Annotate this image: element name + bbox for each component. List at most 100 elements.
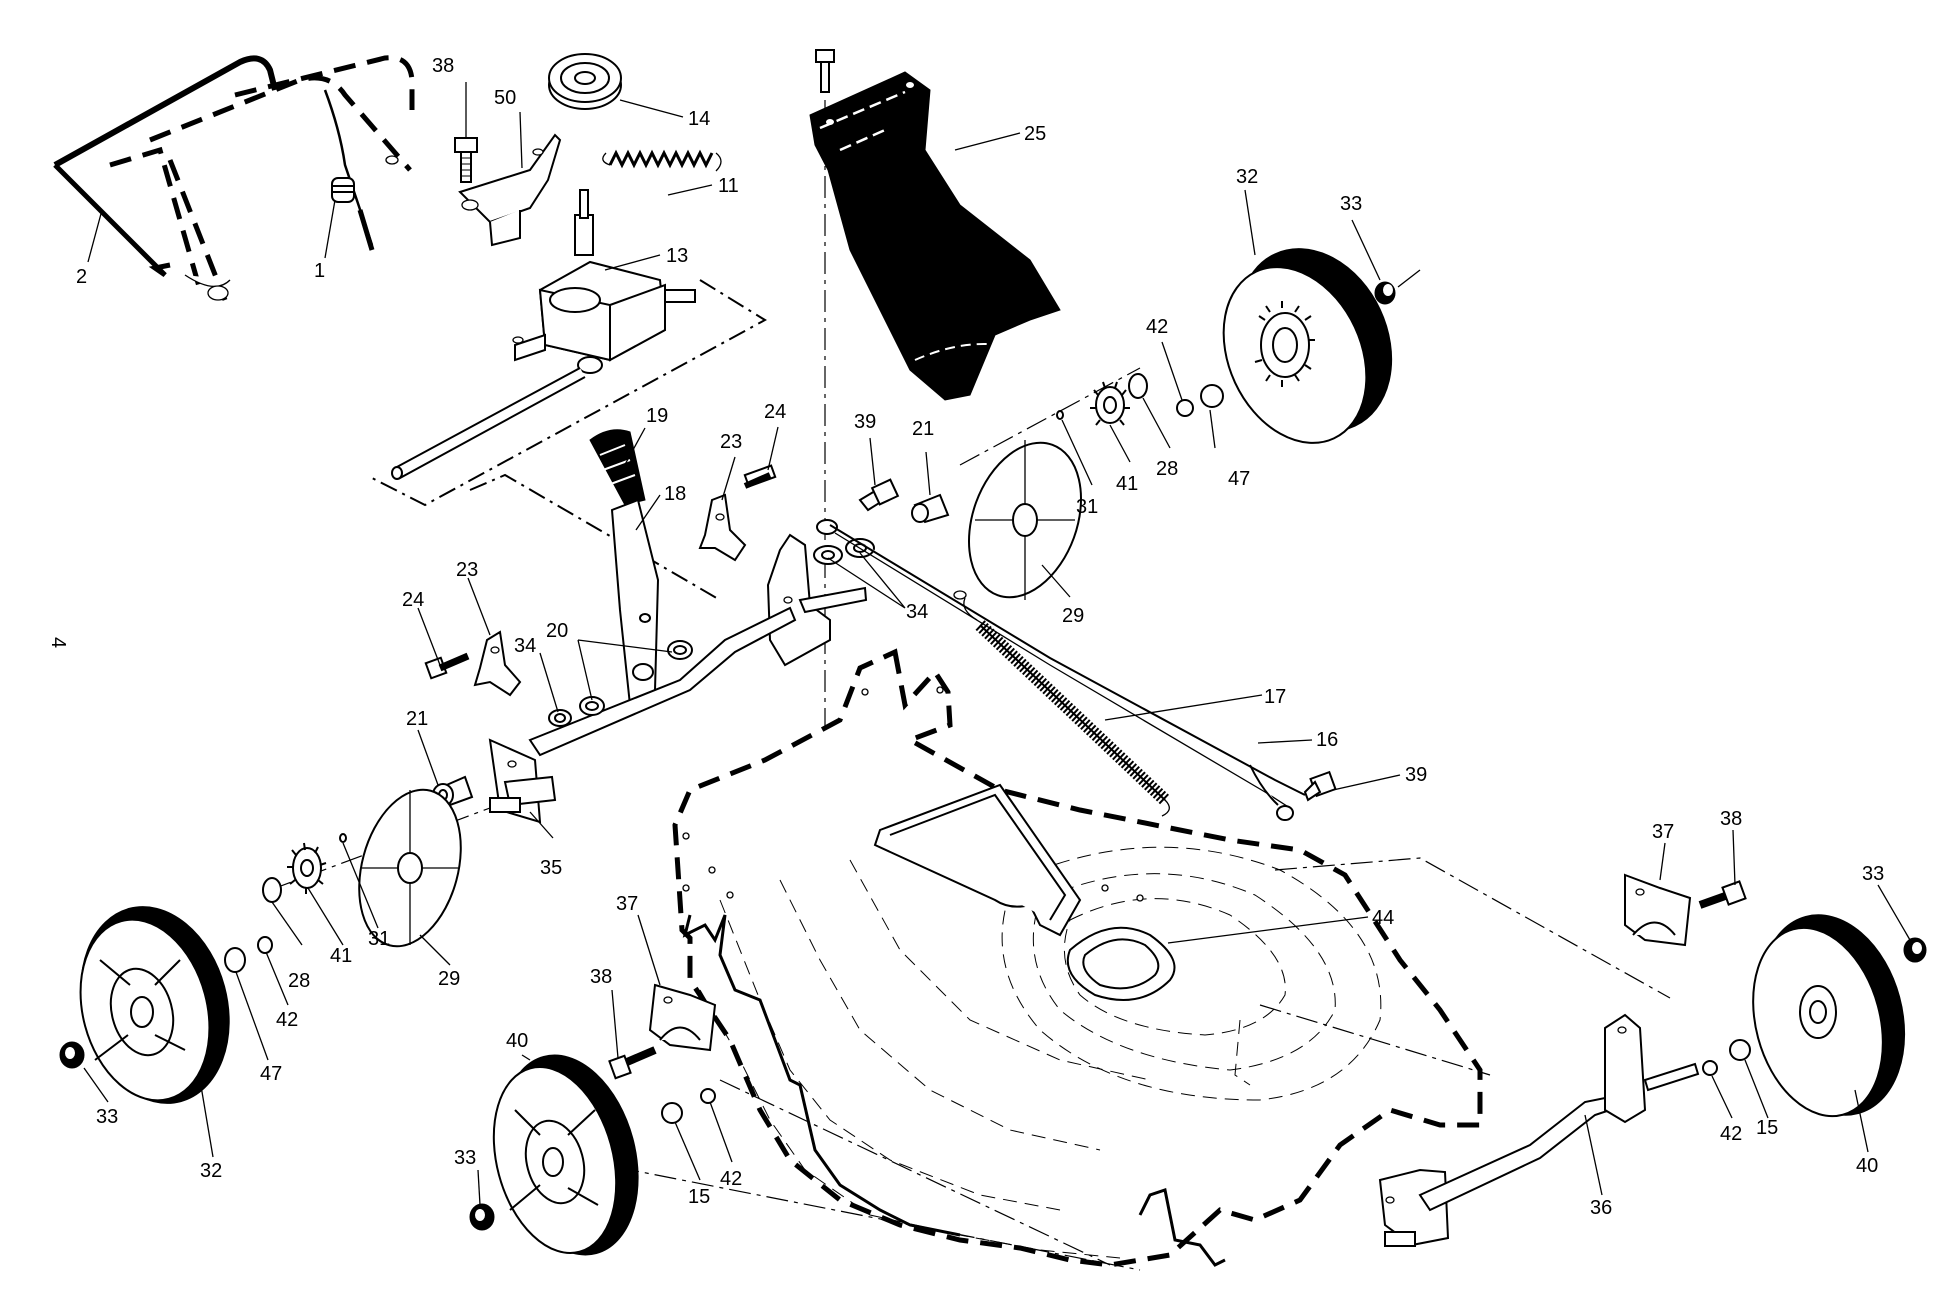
label-25: 25	[1024, 123, 1046, 145]
hubcap-29-left	[358, 788, 462, 948]
spring-11	[602, 149, 722, 172]
label-41: 41	[1116, 473, 1138, 495]
bolt-24-left	[424, 652, 470, 680]
leader-lines	[83, 82, 1911, 1206]
bracket-50	[458, 133, 562, 247]
label-1: 1	[314, 260, 325, 282]
washer-47-left	[224, 947, 246, 973]
label-29: 29	[438, 968, 460, 990]
washer-47-top	[1200, 384, 1224, 408]
label-42: 42	[1720, 1123, 1742, 1145]
bracket-37-right	[1624, 873, 1692, 947]
wheel-32-top	[1222, 248, 1393, 444]
label-40: 40	[1856, 1155, 1878, 1177]
label-21: 21	[912, 418, 934, 440]
label-23: 23	[720, 431, 742, 453]
label-15: 15	[688, 1186, 710, 1208]
washer-42-right	[1702, 1060, 1718, 1076]
label-2: 2	[76, 266, 87, 288]
label-29: 29	[1062, 605, 1084, 627]
ring-28-top	[1128, 373, 1148, 399]
lever-18	[589, 429, 660, 707]
adjuster-23-left	[473, 630, 522, 697]
label-39: 39	[1405, 764, 1427, 786]
adjuster-23-top	[698, 493, 747, 562]
label-37: 37	[1652, 821, 1674, 843]
washer-42-front-left	[700, 1088, 716, 1104]
label-24: 24	[764, 401, 786, 423]
label-28: 28	[288, 970, 310, 992]
label-11: 11	[718, 175, 739, 197]
gear-41-left	[287, 842, 327, 894]
bolt-38-right	[1698, 880, 1747, 909]
label-32: 32	[200, 1160, 222, 1182]
transmission-13	[391, 189, 696, 480]
label-47: 47	[260, 1063, 282, 1085]
nut-33-right	[1903, 937, 1927, 963]
bracket-37-left	[648, 983, 717, 1052]
pivot-21-top	[911, 493, 950, 524]
label-34: 34	[906, 601, 928, 623]
label-50: 50	[494, 87, 516, 109]
mower-deck	[672, 648, 1483, 1268]
washer-15-left	[661, 1102, 683, 1124]
hubcap-29-top	[967, 440, 1083, 600]
bracket-35	[488, 738, 557, 824]
gear-41-top	[1090, 381, 1130, 426]
rod-16	[1249, 764, 1294, 821]
label-38: 38	[1720, 808, 1742, 830]
label-31: 31	[1076, 496, 1098, 518]
pulley-14	[548, 53, 622, 110]
nut-33-front-left	[469, 1203, 495, 1231]
rear-axle-assembly	[528, 519, 875, 757]
axle-36	[1378, 1013, 1700, 1247]
label-18: 18	[664, 483, 686, 505]
wheel-40-left	[492, 1054, 639, 1256]
label-31: 31	[368, 928, 390, 950]
bolt-39-top	[858, 478, 900, 512]
label-32: 32	[1236, 166, 1258, 188]
label-23: 23	[456, 559, 478, 581]
label-42: 42	[1146, 316, 1168, 338]
label-47: 47	[1228, 468, 1250, 490]
label-15: 15	[1756, 1117, 1778, 1139]
bolt-38-top	[454, 137, 478, 183]
label-33: 33	[96, 1106, 118, 1128]
label-35: 35	[540, 857, 562, 879]
label-24: 24	[402, 589, 424, 611]
label-16: 16	[1316, 729, 1338, 751]
washer-15-right	[1729, 1039, 1751, 1061]
part-labels: 2 1 38 50 14 11 13 25 32 33 42 47 28 41 …	[76, 55, 1884, 1219]
label-13: 13	[666, 245, 688, 267]
bolt-24-top	[743, 464, 777, 489]
wheel-32-left	[79, 906, 230, 1104]
washer-42-left	[257, 936, 273, 954]
label-20: 20	[546, 620, 568, 642]
label-38: 38	[432, 55, 454, 77]
label-17: 17	[1264, 686, 1286, 708]
label-40: 40	[506, 1030, 528, 1052]
clip-31-top	[1056, 410, 1064, 420]
ring-28-left	[262, 877, 282, 903]
clip-31-left	[339, 833, 347, 843]
label-44: 44	[1372, 907, 1394, 929]
label-37: 37	[616, 893, 638, 915]
bolt-38-left	[608, 1046, 657, 1080]
nut-33-top	[1374, 281, 1396, 305]
bolt-39-right	[1303, 770, 1337, 802]
washer-42-top	[1176, 399, 1194, 417]
label-42: 42	[720, 1168, 742, 1190]
label-36: 36	[1590, 1197, 1612, 1219]
nut-33-left	[59, 1041, 85, 1069]
label-28: 28	[1156, 458, 1178, 480]
label-19: 19	[646, 405, 668, 427]
label-33: 33	[1862, 863, 1884, 885]
page-number: 4	[47, 637, 69, 648]
spring-17	[953, 590, 1170, 817]
label-21: 21	[406, 708, 428, 730]
label-33: 33	[1340, 193, 1362, 215]
label-34: 34	[514, 635, 536, 657]
grass-bag-25	[809, 49, 1061, 401]
label-42: 42	[276, 1009, 298, 1031]
